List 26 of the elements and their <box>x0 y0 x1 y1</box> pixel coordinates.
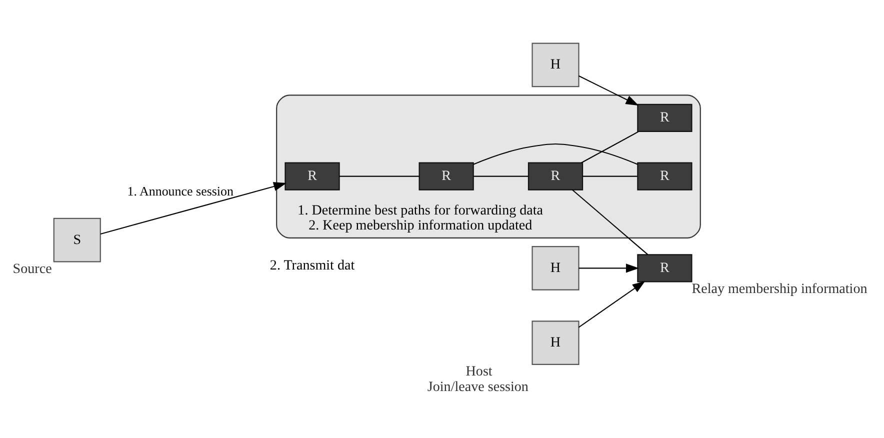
node-label: Relay membership information <box>692 280 868 297</box>
node-box: R <box>637 254 692 282</box>
node-box: R <box>637 162 692 190</box>
node-box: R <box>528 162 584 190</box>
node-box: R <box>284 162 340 190</box>
connector <box>473 144 638 165</box>
connector <box>581 131 639 164</box>
label: 2. Transmit dat <box>270 258 355 274</box>
node-label: Host <box>466 364 492 380</box>
node-box: R <box>637 104 692 132</box>
connector <box>582 176 638 177</box>
node-label: Join/leave session <box>427 378 528 395</box>
node-box: R <box>418 162 474 190</box>
edge-label: 1. Announce session <box>127 183 234 198</box>
arrow <box>578 264 639 273</box>
node-box: H <box>532 320 580 365</box>
connector <box>339 176 420 177</box>
arrow <box>578 75 639 106</box>
connector <box>572 189 648 255</box>
node-box: H <box>532 42 580 88</box>
connector <box>474 176 528 177</box>
arrow <box>100 182 287 234</box>
node-label: Source <box>12 260 52 277</box>
node-box: S <box>53 218 101 262</box>
node-box: H <box>532 246 580 290</box>
arrow <box>578 280 646 328</box>
